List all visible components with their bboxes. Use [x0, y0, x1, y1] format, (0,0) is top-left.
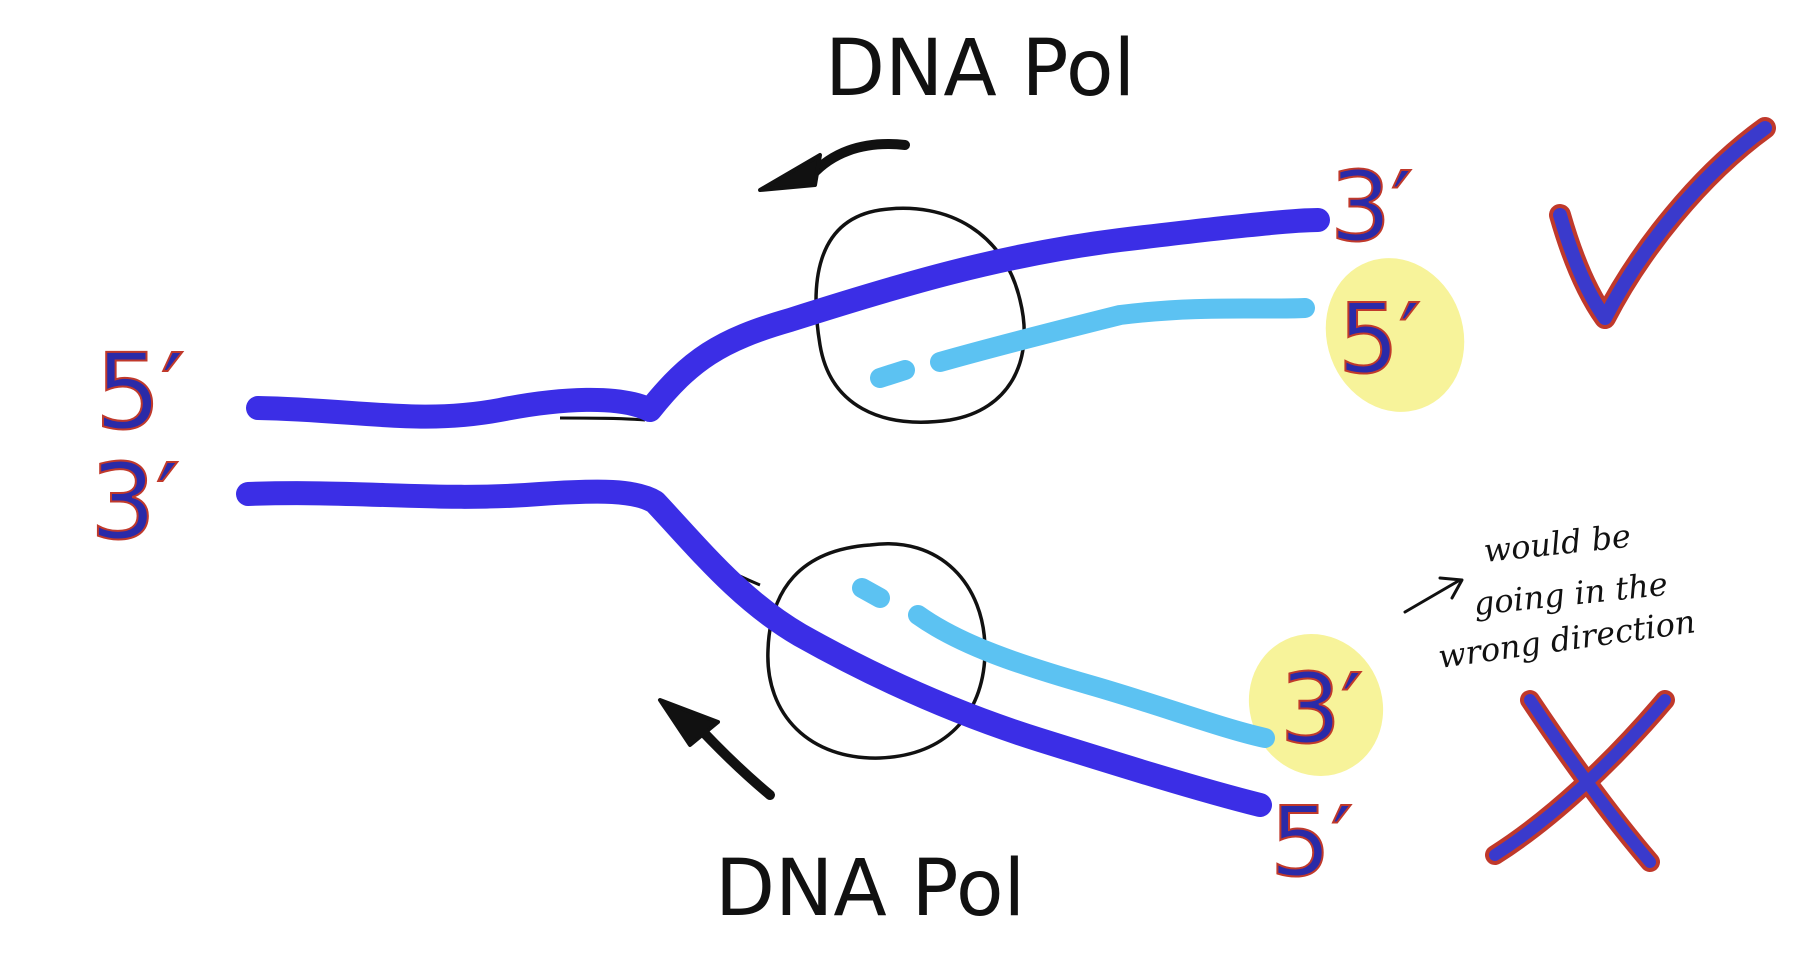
bottom-right-5prime-label: 5′	[1270, 786, 1353, 898]
highlight-bottom-3prime	[1248, 634, 1384, 776]
direction-arrowhead-top	[758, 153, 822, 192]
bottom-right-3prime-label: 3′	[1280, 653, 1363, 765]
check-mark-icon-fill	[1553, 121, 1772, 325]
template-strand-top	[246, 208, 1330, 429]
dna-pol-top-label: DNA Pol	[825, 24, 1135, 114]
left-top-5prime-label: 5′	[95, 331, 185, 453]
left-bottom-3prime-label: 3′	[90, 441, 180, 563]
note-line-1: would be	[1482, 517, 1633, 570]
fork-shadow-top	[559, 416, 646, 422]
dna-pol-bottom-outline	[766, 542, 987, 760]
note-pointer-arrow	[1403, 576, 1464, 614]
new-strand-top-dash	[870, 360, 915, 388]
top-right-5prime-label: 5′	[1338, 283, 1421, 395]
new-strand-bottom	[908, 605, 1275, 748]
cross-mark-icon-fill	[1489, 694, 1671, 868]
direction-arrowhead-bottom	[658, 698, 720, 747]
top-right-3prime-label: 3′	[1330, 151, 1413, 263]
new-strand-top	[930, 298, 1315, 372]
template-strand-bottom	[236, 479, 1272, 817]
new-strand-bottom-dash	[852, 578, 890, 608]
direction-arrow-top	[807, 139, 910, 180]
dna-pol-top-outline	[814, 206, 1026, 424]
dna-pol-bottom-label: DNA Pol	[715, 844, 1025, 934]
highlight-top-5prime	[1325, 258, 1465, 412]
